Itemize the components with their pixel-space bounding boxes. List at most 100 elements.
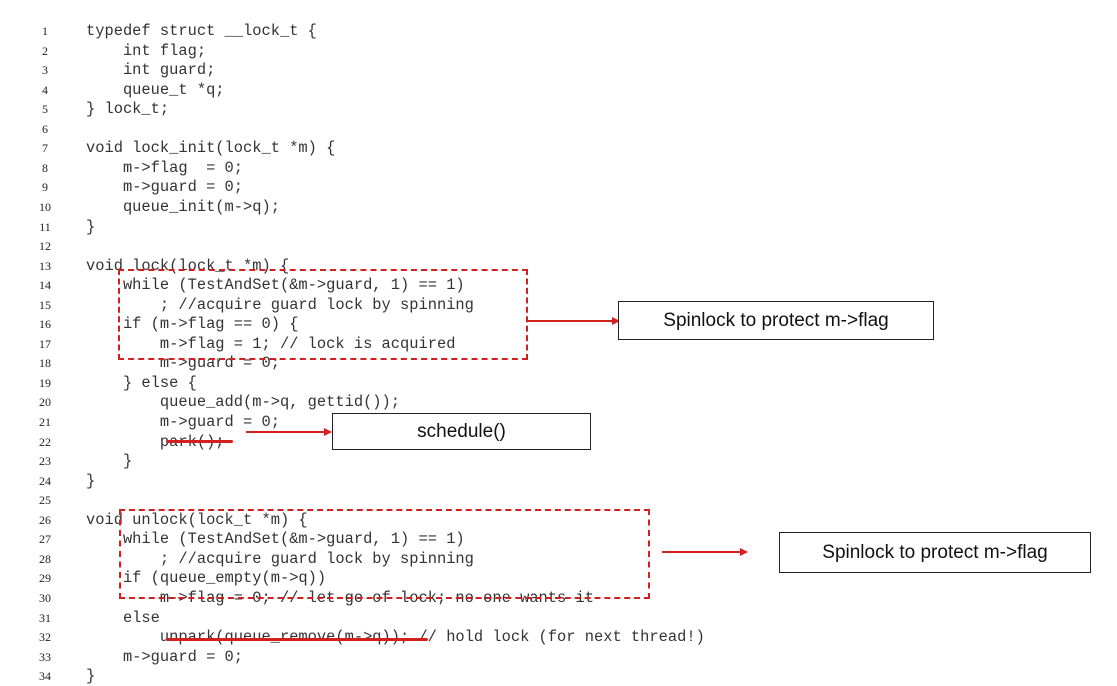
code-line: 27 while (TestAndSet(&m->guard, 1) == 1) [0,529,800,549]
code-line: 1 typedef struct __lock_t { [0,21,800,41]
code-text: } [86,667,96,686]
park-callout-arrow [246,431,326,433]
lock-spinlock-highlight-box [118,269,528,360]
line-number: 3 [42,63,48,78]
code-line: 2 int flag; [0,41,800,61]
line-number: 20 [39,395,51,410]
line-number: 16 [39,317,51,332]
line-number: 17 [39,336,51,351]
code-line: 5 } lock_t; [0,99,800,119]
line-number: 27 [39,532,51,547]
code-line: 15 ; //acquire guard lock by spinning [0,295,800,315]
line-number: 18 [39,356,51,371]
code-line: 7 void lock_init(lock_t *m) { [0,138,800,158]
line-number: 15 [39,297,51,312]
code-line: 8 m->flag = 0; [0,158,800,178]
code-text: } else { [86,373,197,392]
code-line: 14 while (TestAndSet(&m->guard, 1) == 1) [0,275,800,295]
line-number: 4 [42,82,48,97]
unpark-underline [166,638,428,641]
line-number: 1 [42,24,48,38]
unlock-callout-arrow [662,551,742,553]
code-line: 12 [0,236,800,256]
unlock-callout-arrowhead-icon [740,548,748,556]
code-text: int guard; [86,61,216,80]
line-number: 34 [39,669,51,684]
line-number: 10 [39,199,51,214]
line-number: 14 [39,278,51,293]
code-line: 24} [0,471,800,491]
code-text: } [86,452,133,471]
schedule-callout: schedule() [332,413,591,450]
line-number: 22 [39,434,51,449]
line-number: 19 [39,375,51,390]
line-number: 21 [39,415,51,429]
code-line: 26 void unlock(lock_t *m) { [0,510,800,530]
code-text: m->guard = 0; [86,413,280,431]
code-line: 25 [0,490,800,510]
code-text: int flag; [86,41,207,60]
park-callout-arrowhead-icon [324,428,332,436]
code-line: 21 m->guard = 0; [0,412,800,432]
code-text: while (TestAndSet(&m->guard, 1) == 1) [86,530,465,549]
code-line: 9 m->guard = 0; [0,177,800,197]
line-number: 11 [39,219,51,234]
lock-callout-arrowhead-icon [612,317,620,325]
code-text: if (queue_empty(m->q)) [86,569,327,588]
code-line: 10 queue_init(m->q); [0,197,800,217]
code-text: m->guard = 0; [86,647,244,666]
code-text: void lock_init(lock_t *m) { [86,139,336,158]
line-number: 31 [39,610,51,625]
unlock-spinlock-highlight-box [119,509,650,599]
code-text: } lock_t; [86,100,170,119]
line-number: 13 [39,258,51,273]
code-line: 11} [0,217,800,237]
code-line: 32 unpark(queue_remove(m->q)); // hold l… [0,627,800,647]
code-text: m->flag = 0; [86,158,244,177]
park-underline [166,440,233,443]
line-number: 12 [39,239,51,254]
unlock-spinlock-callout: Spinlock to protect m->flag [779,532,1091,573]
code-line: 29 if (queue_empty(m->q)) [0,568,800,588]
code-text: typedef struct __lock_t { [86,22,317,40]
code-text: ; //acquire guard lock by spinning [86,549,474,568]
code-line: 3 int guard; [0,60,800,80]
code-text: else [86,608,160,627]
code-text: queue_init(m->q); [86,197,280,216]
code-line: 34} [0,666,800,686]
code-line: 33 m->guard = 0; [0,647,800,667]
code-line: 23 } [0,451,800,471]
line-number: 24 [39,473,51,488]
code-text: } [86,471,96,490]
line-number: 33 [39,649,51,664]
code-text: if (m->flag == 0) { [86,315,299,334]
code-text: queue_t *q; [86,80,225,99]
line-number: 7 [42,141,48,156]
code-text: } [86,217,96,236]
line-number: 28 [39,551,51,566]
code-text: m->guard = 0; [86,178,244,197]
line-number: 5 [42,102,48,117]
code-text: queue_add(m->q, gettid()); [86,393,401,412]
line-number: 32 [39,630,51,645]
code-line: 31 else [0,608,800,628]
code-line: 17 m->flag = 1; // lock is acquired [0,334,800,354]
code-line: 28 ; //acquire guard lock by spinning [0,549,800,569]
code-line: 19 } else { [0,373,800,393]
code-line: 6 [0,119,800,139]
line-number: 25 [39,493,51,508]
code-line: 4 queue_t *q; [0,80,800,100]
lock-callout-arrow [528,320,614,322]
line-number: 26 [39,512,51,527]
code-text: ; //acquire guard lock by spinning [86,295,474,314]
line-number: 29 [39,571,51,586]
line-number: 23 [39,454,51,469]
line-number: 2 [42,43,48,58]
line-number: 6 [42,121,48,136]
code-text: while (TestAndSet(&m->guard, 1) == 1) [86,276,465,295]
line-number: 9 [42,180,48,195]
line-number: 30 [39,590,51,605]
code-text: void unlock(lock_t *m) { [86,510,308,529]
line-number: 8 [42,160,48,175]
